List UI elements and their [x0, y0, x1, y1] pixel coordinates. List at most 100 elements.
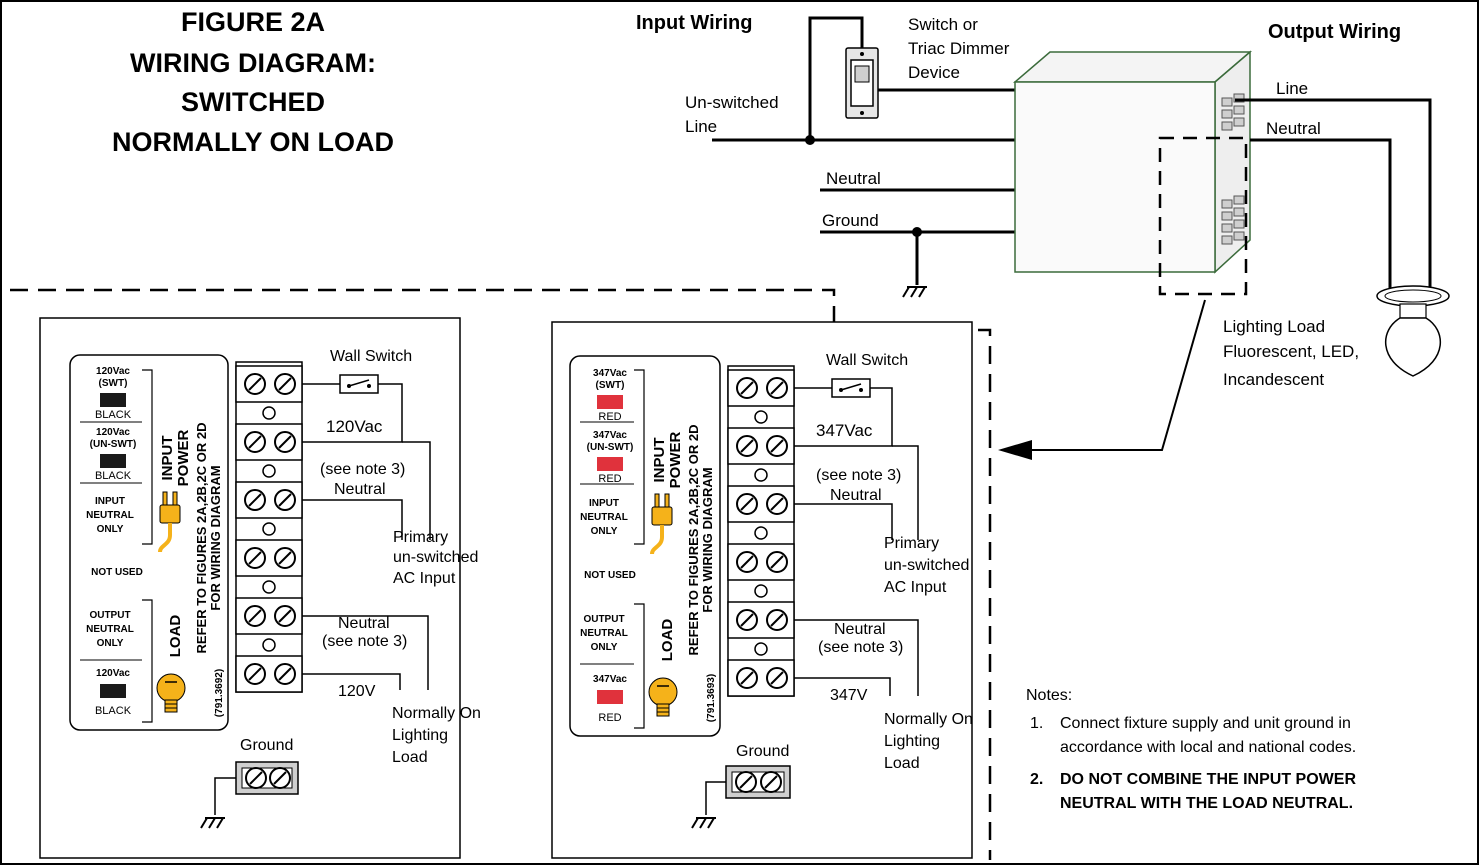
- primary-label-2: un-switched: [393, 549, 478, 566]
- note-2-number: 2.: [1030, 771, 1043, 788]
- load-vertical-label: LOAD: [659, 619, 676, 662]
- normally-on-label-2: Lighting: [392, 727, 448, 744]
- load-label-1: Lighting Load: [1223, 317, 1325, 336]
- normally-on-label-3: Load: [884, 755, 920, 772]
- primary-label-1: Primary: [393, 529, 448, 546]
- input-power-label-2: POWER: [667, 432, 684, 489]
- load-color: RED: [598, 712, 621, 724]
- wall-switch-label: Wall Switch: [826, 352, 908, 369]
- neutral-label: Neutral: [826, 169, 881, 188]
- swt-color: RED: [598, 411, 621, 423]
- wall-switch-icon: [831, 378, 871, 398]
- not-used-label: NOT USED: [584, 570, 636, 581]
- swt-color: BLACK: [95, 409, 132, 421]
- wall-switch-label: Wall Switch: [330, 348, 412, 365]
- part-number: (791.3693): [706, 674, 717, 722]
- input-neutral-label: Neutral: [334, 481, 386, 498]
- load-volt-label: 120V: [338, 683, 376, 700]
- note-2-line-1: DO NOT COMBINE THE INPUT POWER: [1060, 771, 1356, 788]
- swt-wire-swatch: [100, 393, 126, 407]
- out-line-label: Line: [1276, 79, 1308, 98]
- primary-label-1: Primary: [884, 535, 939, 552]
- refer-label-1: REFER TO FIGURES 2A,2B,2C OR 2D: [686, 425, 701, 656]
- output-neutral-label: Neutral: [338, 615, 390, 632]
- unswt-color: RED: [598, 473, 621, 485]
- primary-label-3: AC Input: [393, 570, 456, 587]
- load-voltage: 120Vac: [96, 668, 130, 679]
- see-note-label: (see note 3): [816, 467, 901, 484]
- input-neutral-label: Neutral: [830, 487, 882, 504]
- switch-label-2: Triac Dimmer: [908, 39, 1010, 58]
- note-1-line-1: Connect fixture supply and unit ground i…: [1060, 715, 1351, 732]
- load-voltage: 347Vac: [593, 674, 627, 685]
- unswt-wire-swatch: [597, 457, 623, 471]
- swt-tag: (SWT): [99, 378, 128, 389]
- swt-voltage: 120Vac: [96, 366, 130, 377]
- input-neutral-2: NEUTRAL: [86, 510, 134, 521]
- see-note-label: (see note 3): [320, 461, 405, 478]
- switch-label-1: Switch or: [908, 15, 978, 34]
- primary-label-2: un-switched: [884, 557, 969, 574]
- output-neutral-1: OUTPUT: [583, 614, 624, 625]
- title-line-3: SWITCHED: [181, 87, 325, 117]
- input-wiring-label: Input Wiring: [636, 12, 752, 34]
- input-neutral-1: INPUT: [589, 498, 619, 509]
- refer-label-1: REFER TO FIGURES 2A,2B,2C OR 2D: [194, 423, 209, 654]
- dimmer-switch-icon: [845, 47, 879, 119]
- see-note-label-2: (see note 3): [818, 639, 903, 656]
- plug-icon: [158, 491, 181, 553]
- refer-label-2: FOR WIRING DIAGRAM: [700, 467, 715, 612]
- unswt-color: BLACK: [95, 470, 132, 482]
- output-neutral-2: NEUTRAL: [580, 628, 628, 639]
- input-neutral-3: ONLY: [591, 526, 618, 537]
- plug-icon: [650, 493, 673, 555]
- load-color: BLACK: [95, 705, 132, 717]
- output-neutral-label: Neutral: [834, 621, 886, 638]
- ground-terminal-label: Ground: [736, 743, 789, 760]
- unswt-tag: (UN-SWT): [90, 439, 137, 450]
- note-2-line-2: NEUTRAL WITH THE LOAD NEUTRAL.: [1060, 795, 1353, 812]
- load-label-3: Incandescent: [1223, 370, 1324, 389]
- panel-347v: 347Vac (SWT) RED 347Vac (UN-SWT) RED INP…: [551, 321, 973, 859]
- input-power-label-2: POWER: [175, 430, 192, 487]
- input-neutral-2: NEUTRAL: [580, 512, 628, 523]
- note-1-number: 1.: [1030, 715, 1043, 732]
- output-neutral-3: ONLY: [97, 638, 124, 649]
- input-neutral-1: INPUT: [95, 496, 125, 507]
- input-vac-label: 120Vac: [326, 417, 383, 436]
- load-wire-swatch: [100, 684, 126, 698]
- title-line-2: WIRING DIAGRAM:: [130, 48, 376, 78]
- output-wiring-label: Output Wiring: [1268, 21, 1401, 43]
- fixture-box: [1012, 50, 1253, 274]
- title-line-1: FIGURE 2A: [181, 7, 325, 37]
- output-neutral-3: ONLY: [591, 642, 618, 653]
- swt-voltage: 347Vac: [593, 368, 627, 379]
- primary-label-3: AC Input: [884, 579, 947, 596]
- input-vac-label: 347Vac: [816, 421, 873, 440]
- load-volt-label: 347V: [830, 687, 868, 704]
- switch-label-3: Device: [908, 63, 960, 82]
- unswt-wire-swatch: [100, 454, 126, 468]
- input-power-label-1: INPUT: [159, 436, 176, 481]
- unswitched-label-1: Un-switched: [685, 93, 779, 112]
- notes-block: Notes: 1. Connect fixture supply and uni…: [1026, 687, 1356, 812]
- output-neutral-1: OUTPUT: [89, 610, 130, 621]
- bulb-icon: [156, 673, 186, 713]
- notes-heading: Notes:: [1026, 687, 1072, 704]
- ground-label: Ground: [822, 211, 879, 230]
- input-neutral-3: ONLY: [97, 524, 124, 535]
- panel-120v: 120Vac (SWT) BLACK 120Vac (UN-SWT) BLACK…: [39, 317, 481, 859]
- wall-switch-icon: [339, 374, 379, 394]
- swt-wire-swatch: [597, 395, 623, 409]
- refer-label-2: FOR WIRING DIAGRAM: [208, 465, 223, 610]
- bulb-icon: [648, 677, 678, 717]
- figure-title: FIGURE 2A WIRING DIAGRAM: SWITCHED NORMA…: [112, 7, 394, 157]
- load-wire-swatch: [597, 690, 623, 704]
- ground-icon: [902, 286, 928, 298]
- input-power-label-1: INPUT: [651, 438, 668, 483]
- part-number: (791.3692): [214, 669, 225, 717]
- not-used-label: NOT USED: [91, 567, 143, 578]
- unswt-voltage: 347Vac: [593, 430, 627, 441]
- normally-on-label-1: Normally On: [884, 711, 973, 728]
